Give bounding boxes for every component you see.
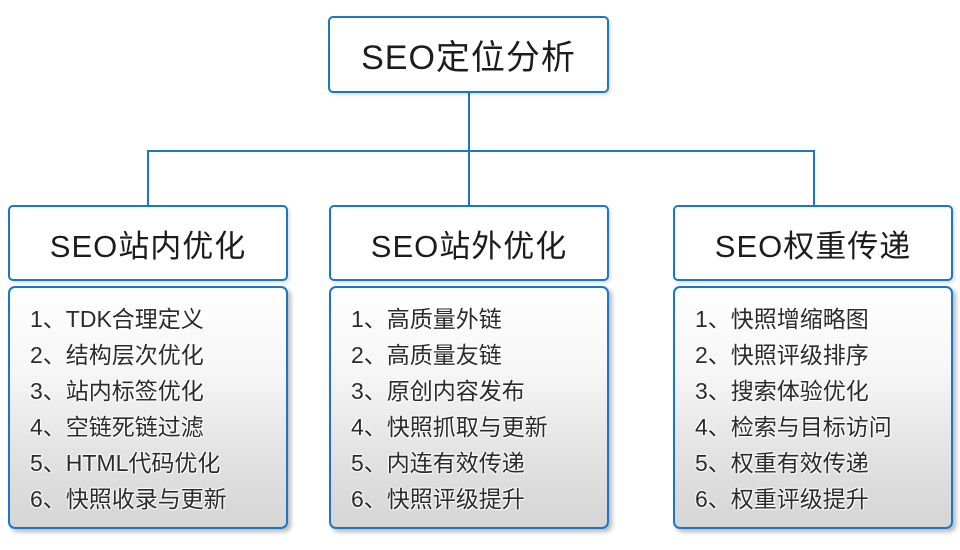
onsite-item-list: 1、TDK合理定义 2、结构层次优化 3、站内标签优化 4、空链死链过滤 5、H… bbox=[30, 301, 276, 517]
branch-header-weight: SEO权重传递 bbox=[673, 205, 953, 281]
list-item: 6、快照评级提升 bbox=[351, 486, 525, 512]
list-item: 6、快照收录与更新 bbox=[30, 486, 227, 512]
connector-drop-center bbox=[468, 152, 470, 205]
weight-item-list: 1、快照增缩略图 2、快照评级排序 3、搜索体验优化 4、检索与目标访问 5、权… bbox=[695, 301, 941, 517]
list-item: 5、权重有效传递 bbox=[695, 450, 869, 476]
list-item: 3、搜索体验优化 bbox=[695, 378, 869, 404]
list-item: 5、HTML代码优化 bbox=[30, 450, 221, 476]
offsite-item-list: 1、高质量外链 2、高质量友链 3、原创内容发布 4、快照抓取与更新 5、内连有… bbox=[351, 301, 597, 517]
connector-horizontal-rail bbox=[147, 150, 815, 152]
connector-root-stem bbox=[468, 93, 470, 152]
branch-header-onsite: SEO站内优化 bbox=[8, 205, 288, 281]
list-item: 2、高质量友链 bbox=[351, 342, 502, 368]
list-item: 2、快照评级排序 bbox=[695, 342, 869, 368]
branch-header-weight-title: SEO权重传递 bbox=[714, 228, 912, 264]
list-item: 4、检索与目标访问 bbox=[695, 414, 892, 440]
list-item: 2、结构层次优化 bbox=[30, 342, 204, 368]
list-item: 1、快照增缩略图 bbox=[695, 306, 869, 332]
list-item: 1、TDK合理定义 bbox=[30, 306, 204, 332]
list-item: 3、原创内容发布 bbox=[351, 378, 525, 404]
branch-list-offsite: 1、高质量外链 2、高质量友链 3、原创内容发布 4、快照抓取与更新 5、内连有… bbox=[329, 286, 609, 529]
list-item: 6、权重评级提升 bbox=[695, 486, 869, 512]
root-node: SEO定位分析 bbox=[328, 16, 609, 93]
root-node-title: SEO定位分析 bbox=[361, 39, 576, 77]
connector-drop-left bbox=[147, 152, 149, 205]
list-item: 1、高质量外链 bbox=[351, 306, 502, 332]
branch-header-onsite-title: SEO站内优化 bbox=[49, 228, 247, 264]
branch-header-offsite: SEO站外优化 bbox=[329, 205, 609, 281]
branch-list-onsite: 1、TDK合理定义 2、结构层次优化 3、站内标签优化 4、空链死链过滤 5、H… bbox=[8, 286, 288, 529]
list-item: 3、站内标签优化 bbox=[30, 378, 204, 404]
list-item: 5、内连有效传递 bbox=[351, 450, 525, 476]
list-item: 4、快照抓取与更新 bbox=[351, 414, 548, 440]
list-item: 4、空链死链过滤 bbox=[30, 414, 204, 440]
connector-drop-right bbox=[813, 152, 815, 205]
branch-header-offsite-title: SEO站外优化 bbox=[370, 228, 568, 264]
branch-list-weight: 1、快照增缩略图 2、快照评级排序 3、搜索体验优化 4、检索与目标访问 5、权… bbox=[673, 286, 953, 529]
